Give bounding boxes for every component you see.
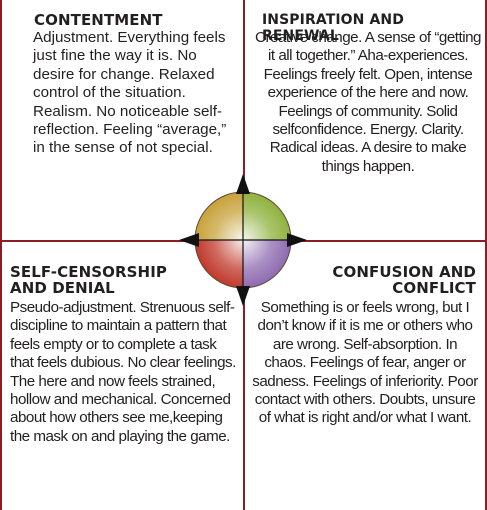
contentment-body: Adjustment. Everything feels just fine t… [33, 29, 227, 157]
divider-center-top [243, 0, 245, 186]
wheel-quadrants [179, 174, 307, 306]
divider-center-bottom [243, 286, 245, 510]
inspiration-renewal-title: INSPIRATION AND RENEWAL [262, 12, 404, 44]
divider-right-top [485, 0, 487, 240]
self-censorship-body: Pseudo-adjustment. Strenuous self-discip… [10, 299, 236, 445]
four-rooms-wheel [179, 174, 307, 306]
arrow-up-icon [236, 174, 250, 194]
arrow-down-icon [236, 286, 250, 306]
confusion-conflict-title: CONFUSION AND CONFLICT [332, 263, 476, 297]
arrow-left-icon [179, 233, 199, 247]
confusion-conflict-body: Something is or feels wrong, but I don’t… [252, 299, 478, 427]
divider-right-bottom [485, 240, 487, 510]
divider-left-top [0, 0, 2, 240]
divider-horizontal-right [287, 240, 487, 242]
divider-left-bottom [0, 240, 2, 510]
contentment-title: CONTENTMENT [34, 11, 163, 29]
arrow-right-icon [287, 233, 307, 247]
self-censorship-title: SELF-CENSORSHIP AND DENIAL [10, 263, 167, 297]
inspiration-renewal-body: Creative change. A sense of “getting it … [255, 29, 482, 175]
divider-horizontal-left [0, 240, 200, 242]
